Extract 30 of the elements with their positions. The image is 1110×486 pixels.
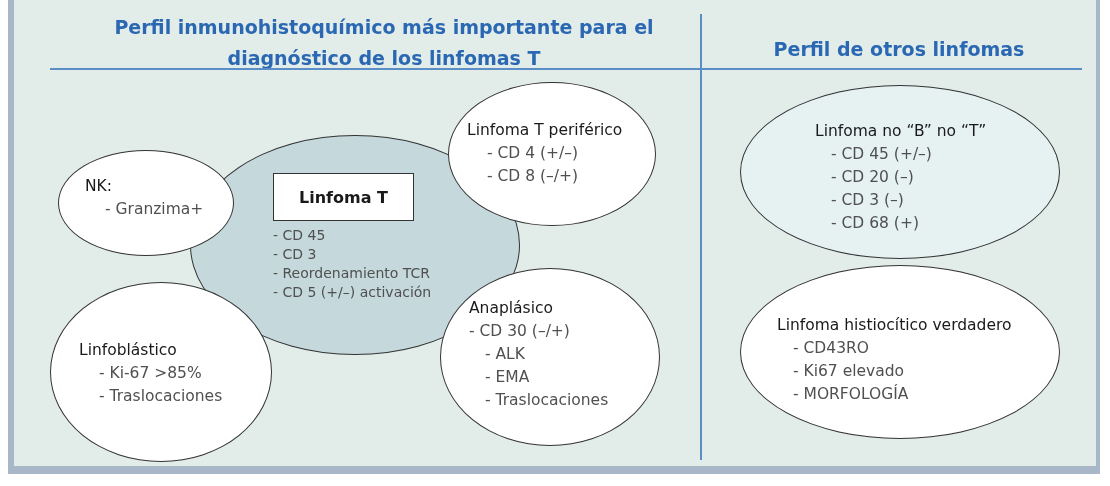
marker-item: - CD 30 (–/+) — [469, 321, 570, 342]
marker-item: - CD 45 — [273, 226, 326, 245]
marker-item: - Traslocaciones — [99, 386, 223, 407]
oval-heading: NK: — [85, 176, 112, 197]
marker-item: - ALK — [485, 344, 525, 365]
marker-item: - CD43RO — [793, 338, 869, 359]
marker-item: - MORFOLOGÍA — [793, 383, 909, 405]
section-heading: Perfil de otros linfomas — [772, 37, 1026, 62]
oval-heading: Linfoma histiocítico verdadero — [777, 315, 1012, 336]
marker-item: - Ki-67 >85% — [99, 363, 202, 384]
marker-item: - Reordenamiento TCR — [273, 264, 430, 283]
marker-item: - CD 68 (+) — [831, 213, 919, 234]
oval-heading: Linfoma no “B” no “T” — [815, 121, 987, 142]
marker-item: - Ki67 elevado — [793, 361, 904, 382]
title-box — [273, 173, 414, 221]
marker-item: - Traslocaciones — [485, 390, 609, 411]
marker-item: - Granzima+ — [105, 199, 204, 220]
box-title: Linfoma T — [298, 186, 389, 209]
oval-heading: Anaplásico — [469, 298, 553, 319]
oval-heading: Linfoma T periférico — [467, 120, 623, 141]
section-heading: Perfil inmunohistoquímico más importante para el diagnóstico de los linfomas T — [113, 15, 655, 71]
marker-item: - CD 45 (+/–) — [831, 144, 932, 165]
marker-item: - CD 5 (+/–) activación — [273, 283, 432, 302]
oval-heading: Linfoblástico — [79, 340, 177, 361]
marker-item: - CD 3 — [273, 245, 317, 264]
marker-item: - EMA — [485, 367, 530, 388]
marker-item: - CD 8 (–/+) — [487, 166, 579, 187]
marker-item: - CD 4 (+/–) — [487, 143, 579, 164]
marker-item: - CD 3 (–) — [831, 190, 904, 211]
marker-item: - CD 20 (–) — [831, 167, 914, 188]
